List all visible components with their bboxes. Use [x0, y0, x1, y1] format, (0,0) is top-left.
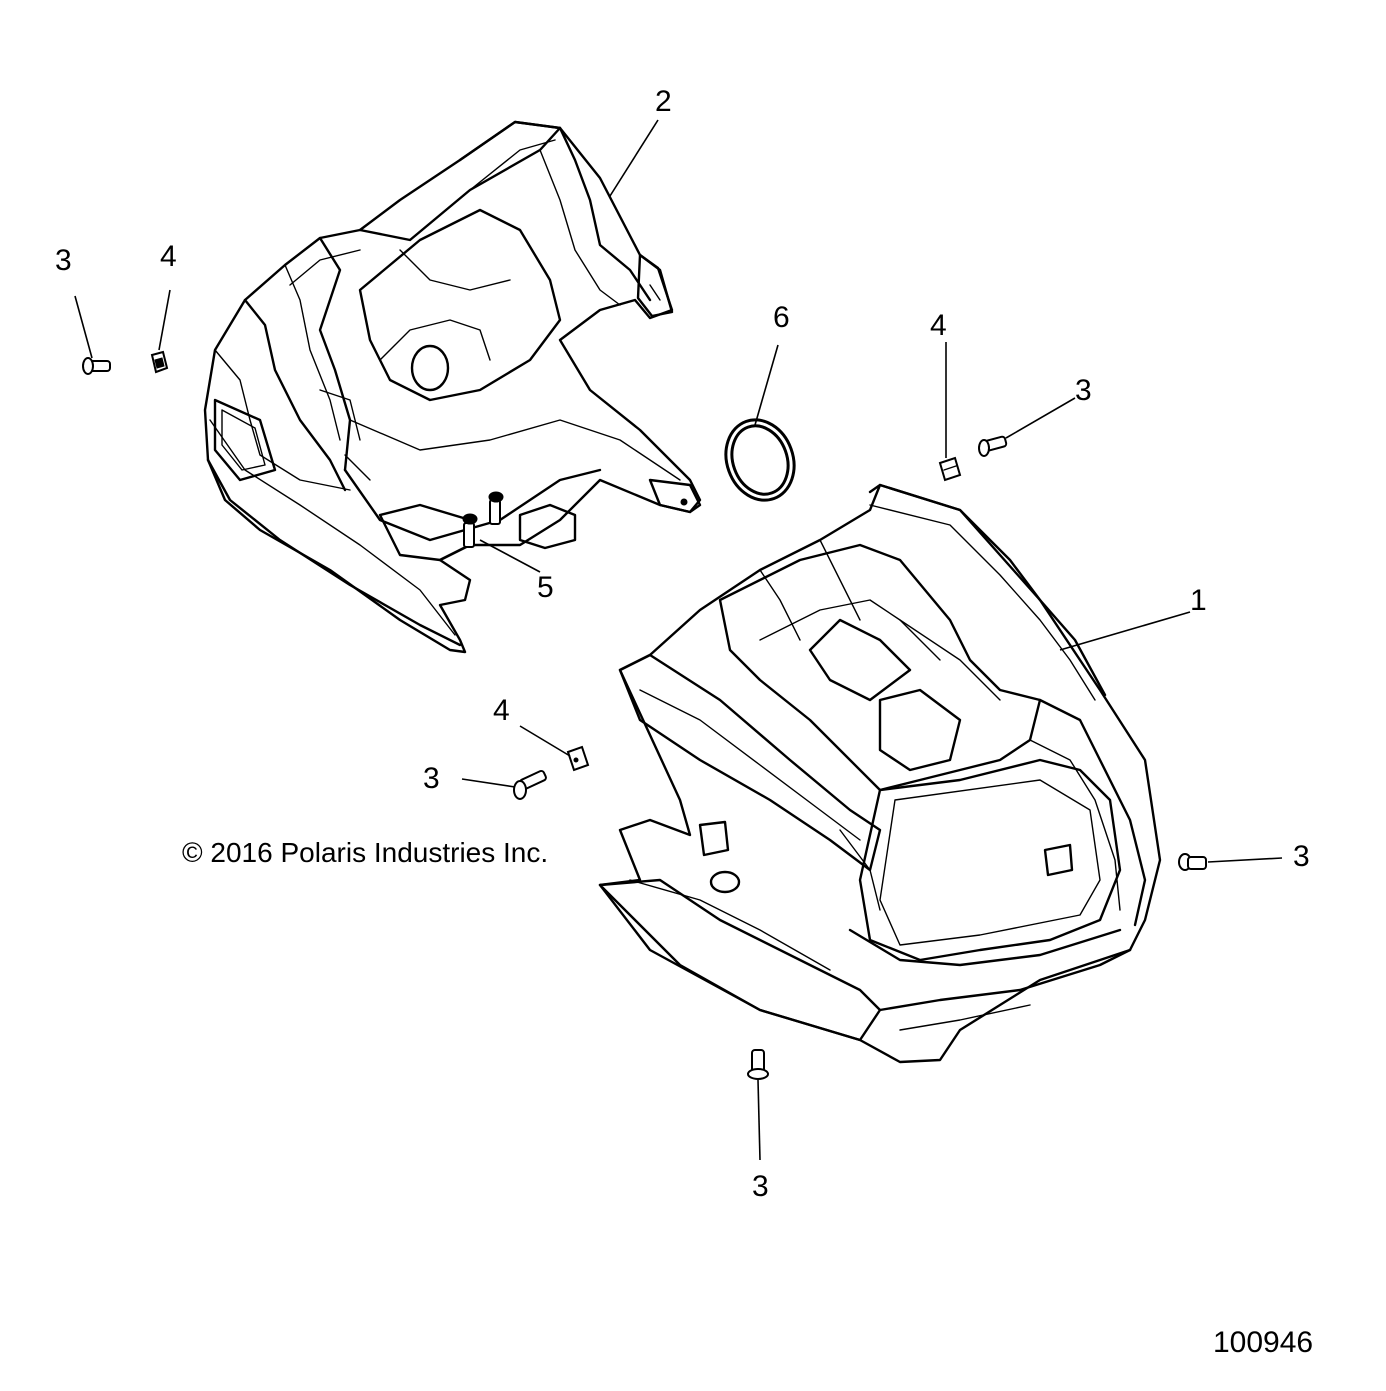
- callout-3-right: 3: [1293, 840, 1310, 873]
- callout-6: 6: [773, 301, 790, 334]
- callout-5: 5: [537, 571, 554, 604]
- callout-3-mid: 3: [423, 762, 440, 795]
- callout-4-top-left: 4: [160, 240, 177, 273]
- screw-mid: [513, 769, 547, 800]
- part-1-lower-housing: [598, 483, 1162, 1064]
- screw-bottom: [747, 1049, 769, 1080]
- clip-nut-mid: [566, 745, 590, 772]
- part-5-studs: [462, 491, 504, 548]
- screw-top-right: [978, 435, 1008, 457]
- callout-2: 2: [655, 85, 672, 118]
- callout-3-top-left: 3: [55, 244, 72, 277]
- leader-lines: [74, 119, 1283, 1161]
- part-2-upper-housing: [203, 120, 702, 654]
- callout-3-top-right: 3: [1075, 374, 1092, 407]
- callouts: 2 3 4 6 4 3 5 1 4 3 3 3: [55, 85, 1310, 1203]
- clip-nut-top-right: [938, 456, 962, 482]
- callout-3-bottom: 3: [752, 1170, 769, 1203]
- screw-right: [1178, 853, 1207, 871]
- callout-4-top-right: 4: [930, 309, 947, 342]
- callout-1: 1: [1190, 584, 1207, 617]
- part-6-o-ring: [724, 418, 796, 502]
- clip-nut-top-left: [150, 350, 169, 374]
- screw-top-left: [82, 357, 111, 375]
- callout-4-mid: 4: [493, 694, 510, 727]
- figure-number: 100946: [1213, 1326, 1313, 1359]
- copyright-notice: © 2016 Polaris Industries Inc.: [182, 837, 548, 868]
